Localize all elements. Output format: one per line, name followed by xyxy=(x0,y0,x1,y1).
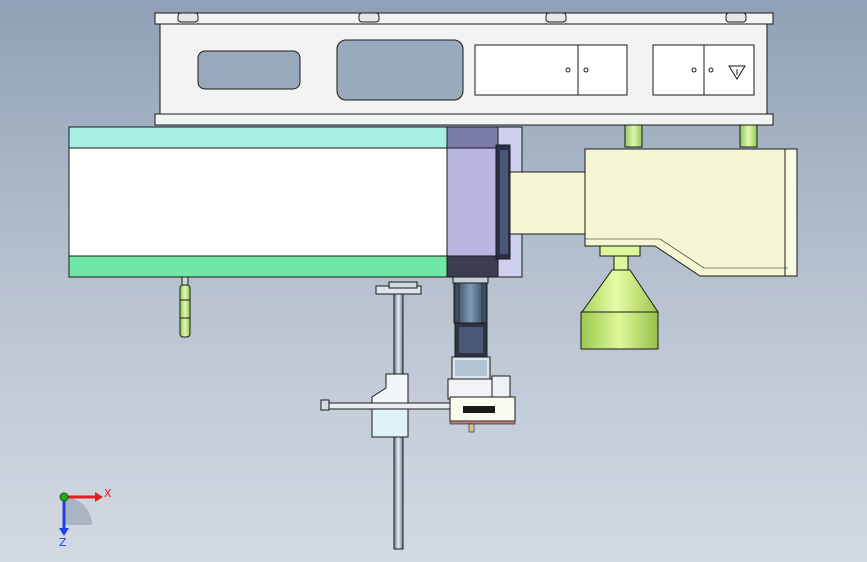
conveyor-housing[interactable] xyxy=(68,126,448,278)
frame-bracket-left xyxy=(624,124,643,148)
gearbox[interactable] xyxy=(446,126,523,278)
top-frame[interactable] xyxy=(154,12,774,148)
proximity-sensor[interactable] xyxy=(179,276,191,338)
conveyor-bottom-band xyxy=(68,255,448,278)
cone-hopper[interactable] xyxy=(580,255,659,350)
duct-end-cap xyxy=(784,148,798,277)
triad-z-label: Z xyxy=(59,536,67,549)
frame-bolts xyxy=(177,12,747,23)
frame-top-rail xyxy=(154,12,774,25)
frame-door-panel-2[interactable] xyxy=(652,44,755,96)
discharge-duct[interactable] xyxy=(509,148,798,277)
frame-bottom-rail xyxy=(154,113,774,126)
frame-bracket-right xyxy=(739,124,758,148)
conveyor-top-band xyxy=(68,126,448,149)
frame-door-panel-1[interactable] xyxy=(474,44,628,96)
hazard-triangle-icon xyxy=(728,65,746,80)
triad-x-label: X xyxy=(104,487,112,500)
frame-cutout-large xyxy=(336,39,464,101)
frame-cutout-small xyxy=(197,50,301,90)
drive-motor[interactable] xyxy=(451,276,491,380)
output-gear-block[interactable] xyxy=(447,375,516,433)
duct-neck xyxy=(509,171,589,235)
coordinate-triad-icon: X Z xyxy=(59,487,112,549)
